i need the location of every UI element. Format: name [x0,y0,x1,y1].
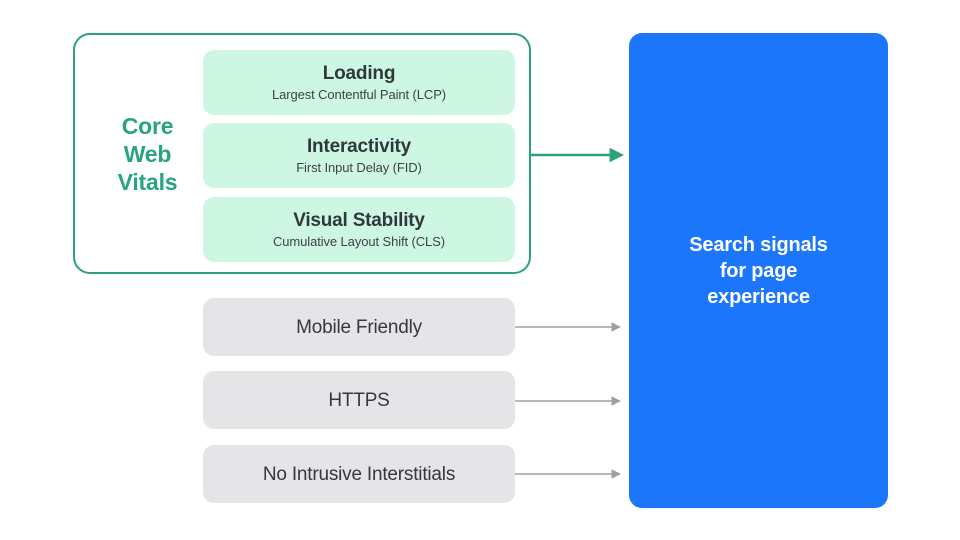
vital-subtitle: First Input Delay (FID) [296,159,422,175]
vital-title: Loading [322,62,396,84]
output-panel-search-signals[interactable]: Search signals for page experience [629,33,888,508]
signal-card-no-intrusive-interstitials[interactable]: No Intrusive Interstitials [203,445,515,503]
vital-card-interactivity[interactable]: Interactivity First Input Delay (FID) [203,123,515,188]
signal-card-mobile-friendly[interactable]: Mobile Friendly [203,298,515,356]
signal-card-label: Mobile Friendly [296,316,422,338]
signal-card-https[interactable]: HTTPS [203,371,515,429]
output-panel-text: Search signals for page experience [689,233,828,308]
vital-subtitle: Largest Contentful Paint (LCP) [271,86,447,102]
vital-title: Interactivity [306,135,412,157]
signal-card-label: No Intrusive Interstitials [262,463,456,485]
vital-subtitle: Cumulative Layout Shift (CLS) [273,233,445,249]
signal-card-label: HTTPS [328,389,390,411]
vital-title: Visual Stability [293,209,425,231]
vital-card-visual-stability[interactable]: Visual Stability Cumulative Layout Shift… [203,197,515,262]
vital-card-loading[interactable]: Loading Largest Contentful Paint (LCP) [203,50,515,115]
core-web-vitals-group-label: Core Web Vitals [100,112,195,196]
core-web-vitals-label-text: Core Web Vitals [117,113,178,195]
